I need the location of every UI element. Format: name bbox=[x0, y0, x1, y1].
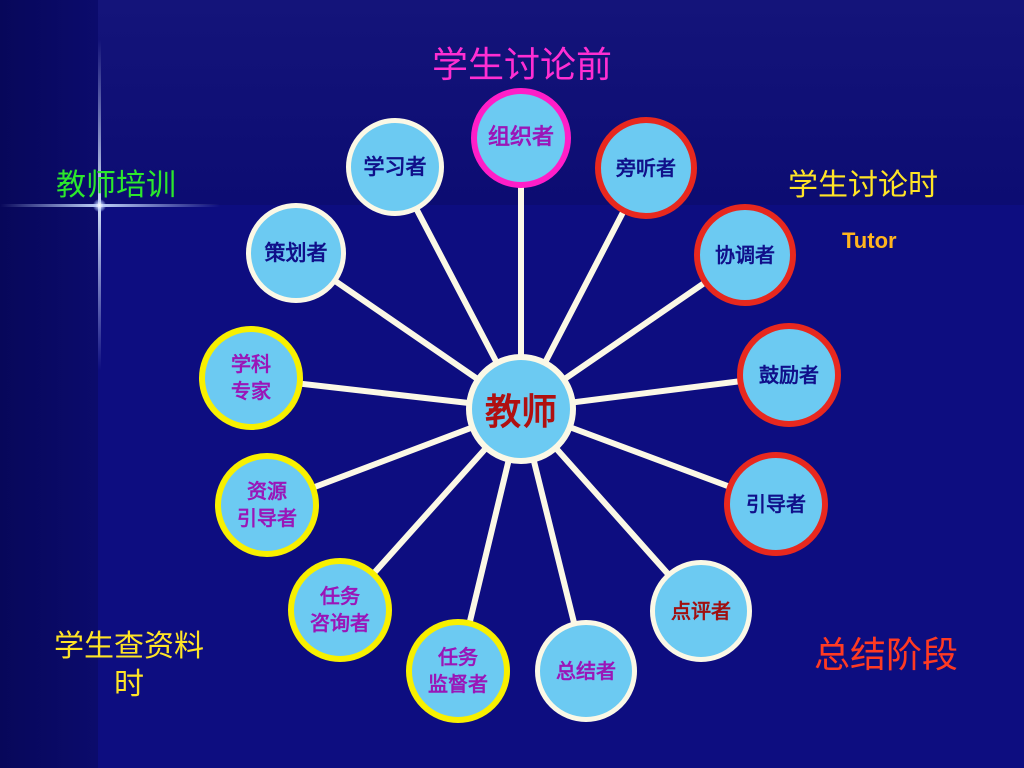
node-label-line1: 资源 bbox=[247, 479, 287, 503]
light-flare-horizontal bbox=[0, 204, 220, 207]
node-label-line1: 任务 bbox=[438, 645, 478, 669]
node-label-line2: 咨询者 bbox=[310, 611, 370, 635]
stage-label-research-line2: 时 bbox=[114, 666, 144, 702]
node-learner: 学习者 bbox=[346, 118, 444, 216]
node-reviewer: 点评者 bbox=[650, 560, 752, 662]
node-label-line1: 学科 bbox=[231, 352, 271, 376]
node-label: 鼓励者 bbox=[759, 362, 819, 387]
node-label: 协调者 bbox=[715, 242, 775, 267]
center-node-teacher: 教师 bbox=[466, 354, 576, 464]
node-label-line2: 引导者 bbox=[237, 506, 297, 530]
background-left-column bbox=[0, 0, 98, 768]
node-label: 引导者 bbox=[746, 491, 806, 516]
stage-label-research: 学生查资料 时 bbox=[54, 628, 204, 703]
stage-label-during-discussion: 学生讨论时 bbox=[788, 168, 938, 203]
node-task-consultant: 任务 咨询者 bbox=[288, 558, 392, 662]
node-summarizer: 总结者 bbox=[535, 620, 637, 722]
node-guide: 引导者 bbox=[724, 452, 828, 556]
node-label: 组织者 bbox=[487, 125, 554, 151]
node-label: 点评者 bbox=[671, 598, 731, 623]
node-listener: 旁听者 bbox=[595, 117, 697, 219]
node-label: 策划者 bbox=[264, 240, 328, 265]
stage-label-teacher-training: 教师培训 bbox=[56, 168, 176, 203]
node-coordinator: 协调者 bbox=[694, 204, 796, 306]
light-flare-center bbox=[93, 199, 106, 212]
node-encourager: 鼓励者 bbox=[737, 323, 841, 427]
node-label: 旁听者 bbox=[616, 155, 676, 180]
center-node-label: 教师 bbox=[484, 392, 557, 433]
stage-label-summary: 总结阶段 bbox=[814, 635, 959, 676]
node-label-line2: 监督者 bbox=[428, 672, 488, 696]
stage-label-before-discussion: 学生讨论前 bbox=[432, 45, 613, 86]
node-label: 总结者 bbox=[556, 658, 616, 683]
node-label-line2: 专家 bbox=[231, 379, 271, 403]
node-task-supervisor: 任务 监督者 bbox=[406, 619, 510, 723]
node-subject-expert: 学科 专家 bbox=[199, 326, 303, 430]
node-resource-guide: 资源 引导者 bbox=[215, 453, 319, 557]
node-planner: 策划者 bbox=[246, 203, 346, 303]
node-organizer: 组织者 bbox=[471, 88, 571, 188]
stage-label-research-line1: 学生查资料 bbox=[54, 629, 204, 664]
background-lower-band bbox=[0, 205, 1024, 768]
node-label-line1: 任务 bbox=[320, 584, 360, 608]
node-label: 学习者 bbox=[363, 154, 427, 179]
stage-label-tutor: Tutor bbox=[842, 228, 897, 253]
